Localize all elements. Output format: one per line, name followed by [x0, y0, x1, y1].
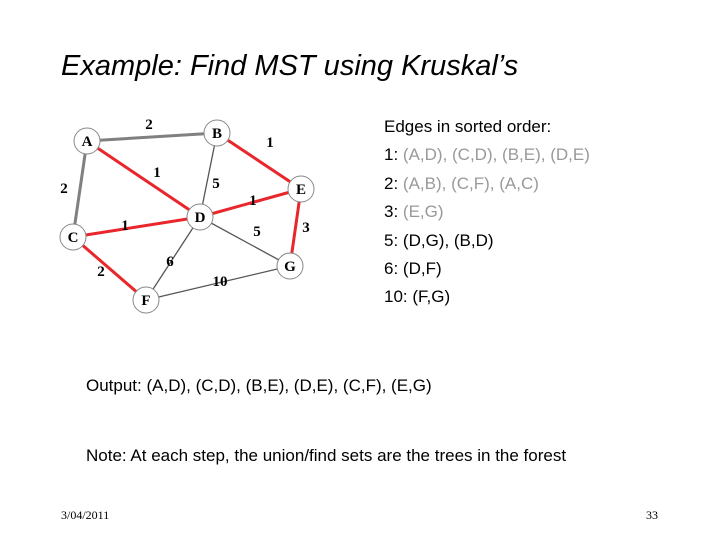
node-c — [59, 223, 87, 251]
edge-weight-d-g: 5 — [253, 224, 261, 240]
output-text: Output: (A,D), (C,D), (B,E), (D,E), (C,F… — [86, 376, 432, 395]
edge-group: (D,G), (B,D) — [402, 230, 494, 250]
node-g — [276, 252, 304, 280]
edge-a-d — [86, 139, 201, 219]
node-a — [73, 127, 101, 155]
node-label-g: G — [284, 259, 296, 275]
sorted-edges-row: 3: (E,G) — [384, 198, 590, 226]
note-text: Note: At each step, the union/find sets … — [86, 446, 567, 465]
edge-weight-label: 6: — [384, 259, 403, 279]
edge-d-f — [145, 216, 201, 301]
edge-group: (F,G) — [412, 287, 451, 307]
edge-weight-e-g: 3 — [302, 220, 310, 236]
edge-weight-a-b: 2 — [145, 117, 153, 133]
edge-weight-f-g: 10 — [213, 274, 228, 290]
edge-weight-b-d: 5 — [212, 176, 220, 192]
edge-f-g — [145, 265, 291, 301]
edge-c-d — [72, 215, 201, 239]
edge-d-e — [199, 187, 302, 219]
edge-weight-a-d: 1 — [153, 165, 161, 181]
edge-weight-d-f: 6 — [166, 254, 174, 270]
sorted-edges-list: Edges in sorted order: 1: (A,D), (C,D), … — [384, 113, 590, 312]
node-label-b: B — [212, 126, 222, 142]
node-d — [186, 203, 214, 231]
sorted-edges-row: 1: (A,D), (C,D), (B,E), (D,E) — [384, 141, 590, 169]
edge-weight-label: 10: — [384, 287, 413, 307]
footer-date: 3/04/2011 — [61, 508, 110, 522]
sorted-edges-row: 6: (D,F) — [384, 255, 590, 283]
page-number: 33 — [646, 508, 658, 522]
edge-group: (E,G) — [402, 202, 444, 222]
node-label-a: A — [82, 134, 93, 150]
edge-weight-label: 2: — [384, 173, 403, 193]
edge-a-b — [86, 131, 218, 143]
node-label-d: D — [195, 210, 206, 226]
node-label-f: F — [141, 293, 150, 309]
edge-weight-c-f: 2 — [97, 264, 105, 280]
node-label-e: E — [296, 182, 306, 198]
node-e — [287, 175, 315, 203]
edge-weight-c-d: 1 — [121, 218, 129, 234]
edge-group: (A,D), (C,D), (B,E), (D,E) — [402, 145, 590, 165]
node-f — [132, 286, 160, 314]
edge-weight-d-e: 1 — [249, 193, 257, 209]
edge-weight-label: 5: — [384, 230, 403, 250]
edge-b-d — [199, 132, 218, 218]
slide-title: Example: Find MST using Kruskal’s — [61, 50, 519, 82]
edge-c-f — [72, 235, 147, 302]
sorted-edges-row: 2: (A,B), (C,F), (A,C) — [384, 170, 590, 198]
sorted-edges-row: 10: (F,G) — [384, 283, 590, 311]
edge-group: (D,F) — [402, 259, 442, 279]
edge-group: (A,B), (C,F), (A,C) — [402, 173, 539, 193]
edge-a-c — [71, 140, 89, 238]
sorted-edges-row: 5: (D,G), (B,D) — [384, 227, 590, 255]
edge-b-e — [216, 131, 302, 191]
node-b — [203, 119, 231, 147]
edge-weight-label: 1: — [384, 145, 403, 165]
edge-weight-a-c: 2 — [60, 181, 68, 197]
edge-weight-b-e: 1 — [266, 135, 274, 151]
sorted-edges-heading: Edges in sorted order: — [384, 117, 552, 136]
edge-weight-label: 3: — [384, 202, 403, 222]
node-label-c: C — [68, 230, 79, 246]
edge-d-g — [199, 216, 291, 267]
